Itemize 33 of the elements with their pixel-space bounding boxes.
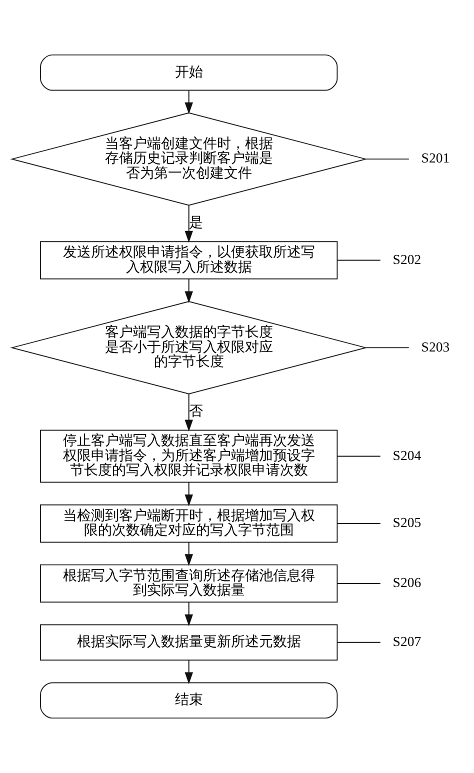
node-text: S203 <box>421 339 450 354</box>
arrow <box>184 542 193 566</box>
node-box: 当检测到客户端断开时，根据增加写入权限的次数确定对应的写入字节范围 <box>40 504 338 543</box>
arrow <box>184 393 193 432</box>
arrow <box>184 602 193 626</box>
node-text: S202 <box>392 252 422 267</box>
connector <box>337 523 381 524</box>
connector <box>337 582 381 584</box>
connector <box>366 347 410 348</box>
node-diamond: 客户端写入数据的字节长度是否小于所述写入权限对应的字节长度 <box>10 301 368 394</box>
arrow <box>184 482 193 506</box>
node-text: S206 <box>392 575 422 590</box>
node-text: S204 <box>392 448 422 463</box>
arrow <box>184 90 193 114</box>
node-diamond: 当客户端创建文件时，根据存储历史记录判断客户端是否为第一次创建文件 <box>10 112 368 206</box>
node-text: S207 <box>392 634 422 650</box>
connector <box>366 158 410 160</box>
node-box: 根据写入字节范围查询所述存储池信息得到实际写入数据量 <box>40 564 338 603</box>
connector <box>337 260 381 261</box>
arrow <box>184 278 193 303</box>
node-text: S201 <box>421 150 450 166</box>
edge-label: 否 <box>189 404 204 420</box>
node-box: 开始 <box>40 54 338 91</box>
connector <box>337 642 381 643</box>
connector <box>337 456 381 457</box>
node-box: 根据实际写入数据量更新所述元数据 <box>40 624 338 661</box>
node-box: 发送所述权限申请指令，以便获取所述写入权限写入所述数据 <box>40 241 338 280</box>
node-box: 结束 <box>40 682 338 719</box>
node-box: 停止客户端写入数据直至客户端再次发送权限申请指令，为所述客户端增加预设字节长度的写入权限并记录权限申请次数 <box>40 430 338 483</box>
arrow <box>184 660 193 684</box>
edge-label: 是 <box>189 215 204 232</box>
arrow <box>184 204 193 243</box>
node-text: S205 <box>392 515 422 530</box>
